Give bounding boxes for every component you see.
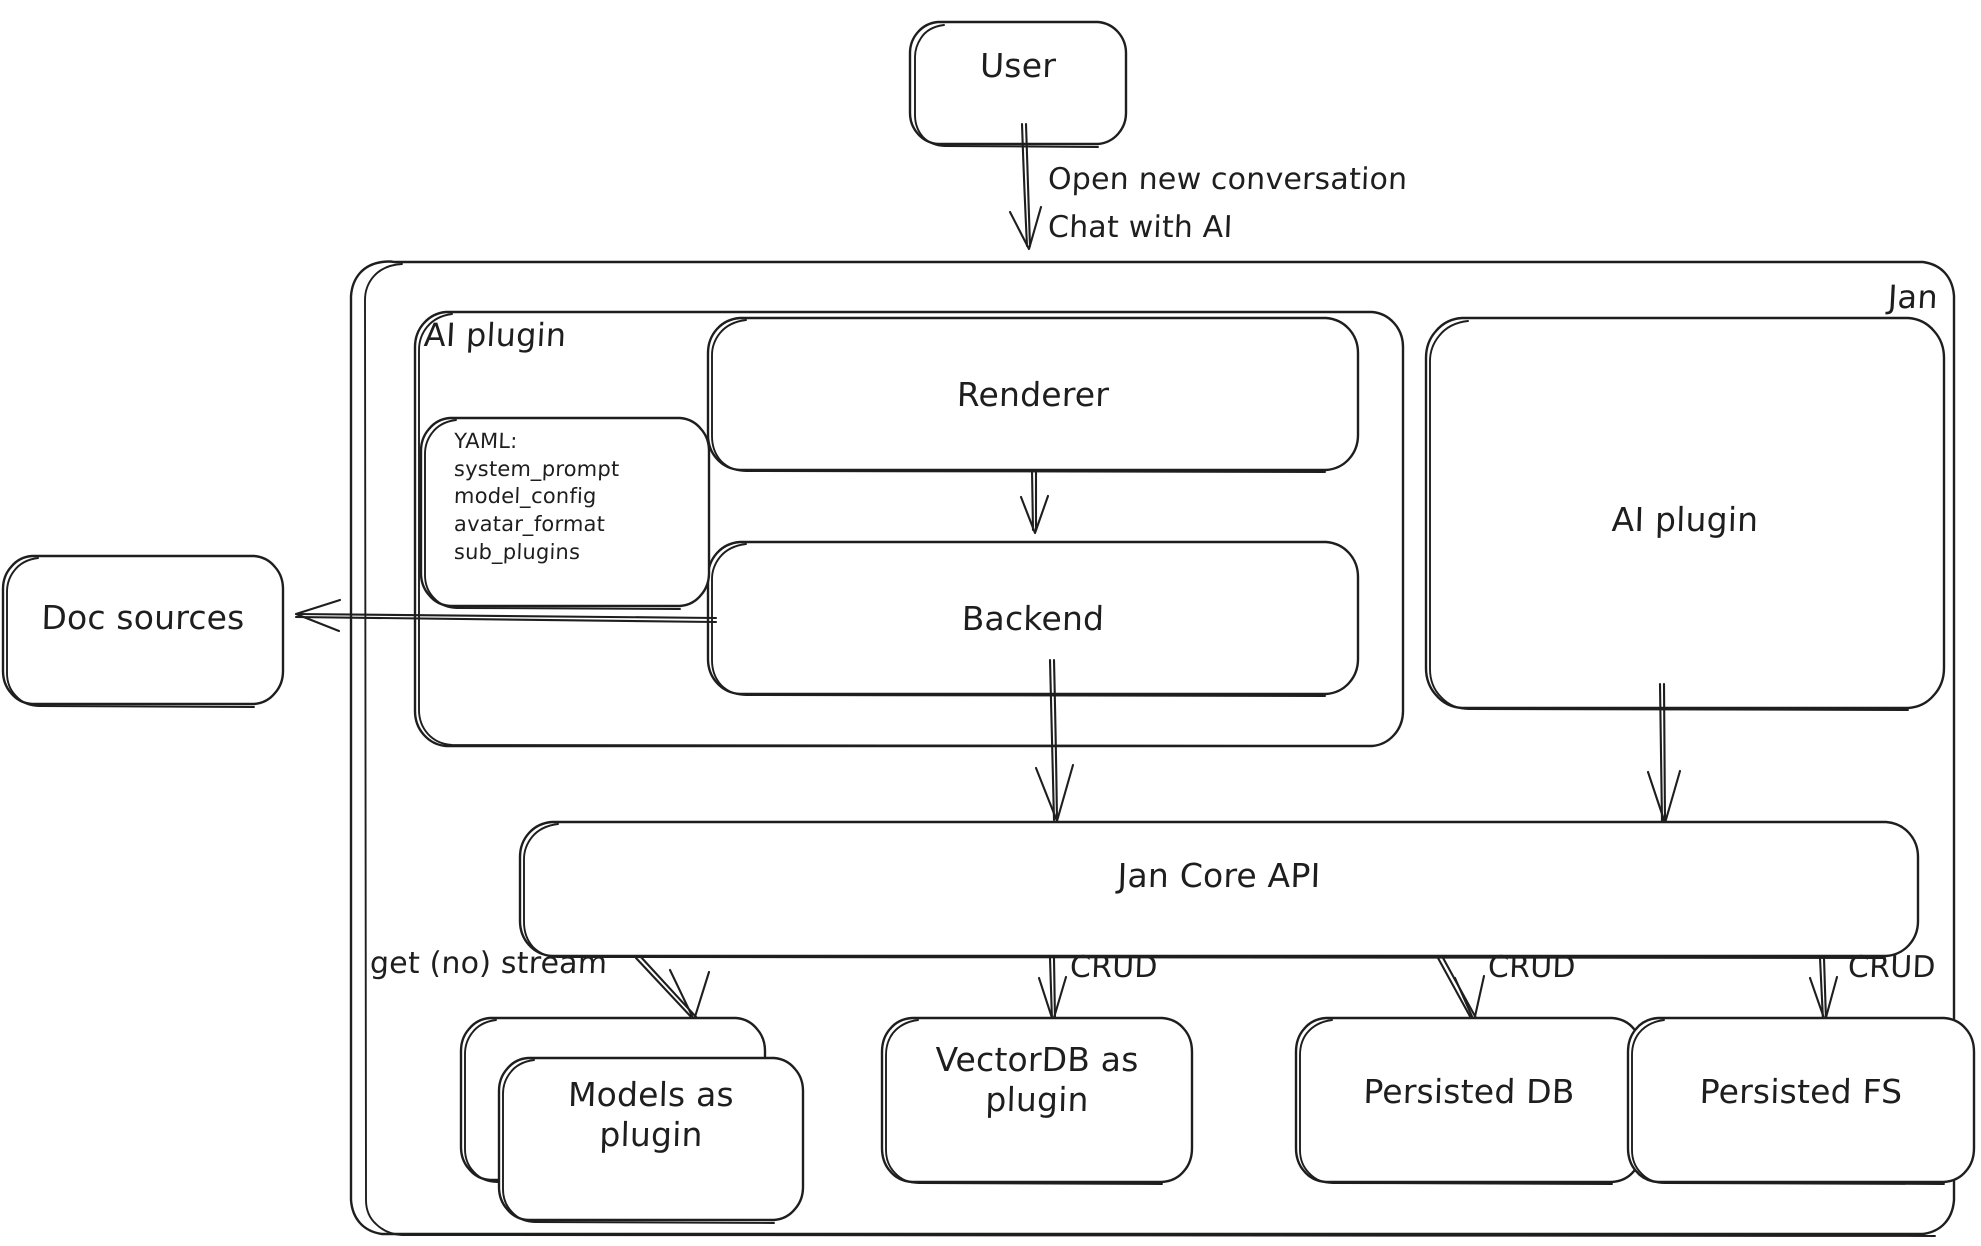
- yaml-card-text: YAML: system_prompt model_config avatar_…: [454, 428, 694, 567]
- node-label-persisted-fs: Persisted FS: [1699, 1072, 1903, 1111]
- edge-user-to-renderer: [1008, 122, 1043, 251]
- node-backend[interactable]: [706, 540, 1360, 697]
- node-label-models-plugin: Models as plugin: [451, 1075, 851, 1154]
- node-persisted-fs[interactable]: [1626, 1016, 1976, 1185]
- edge-renderer-to-backend: [1019, 468, 1050, 535]
- node-doc-sources[interactable]: [1, 554, 285, 708]
- node-label-vectordb-plugin-line2: plugin: [984, 1079, 1090, 1119]
- node-vectordb-plugin[interactable]: [880, 1016, 1194, 1185]
- node-label-renderer: Renderer: [956, 375, 1110, 414]
- edge-label-user-to-renderer-line1: Open new conversation: [1047, 162, 1408, 197]
- yaml-item-system-prompt: system_prompt: [453, 456, 620, 481]
- node-label-user: User: [979, 46, 1057, 85]
- node-models-plugin[interactable]: [459, 1016, 805, 1224]
- edge-label-get-no-stream: get (no) stream: [369, 946, 608, 981]
- node-label-jan-core-api: Jan Core API: [1117, 856, 1321, 895]
- node-user[interactable]: [908, 20, 1128, 148]
- node-label-backend: Backend: [961, 599, 1105, 638]
- group-label-jan: Jan: [1887, 278, 1939, 316]
- edge-backend-to-doc-sources: [294, 598, 718, 633]
- edge-label-user-to-renderer-line2: Chat with AI: [1047, 210, 1234, 245]
- node-yaml-card[interactable]: [419, 416, 711, 610]
- node-label-models-plugin-line1: Models as: [567, 1075, 735, 1114]
- node-label-models-plugin-line2: plugin: [598, 1114, 704, 1154]
- yaml-item-sub-plugins: sub_plugins: [453, 539, 581, 564]
- node-label-ai-plugin-card: AI plugin: [1611, 500, 1759, 539]
- node-jan-core-api[interactable]: [518, 820, 1920, 959]
- edge-label-crud-persisted-fs: CRUD: [1847, 950, 1937, 985]
- edge-label-crud-persisted-db: CRUD: [1487, 950, 1577, 985]
- yaml-header: YAML:: [453, 429, 518, 453]
- node-persisted-db[interactable]: [1294, 1016, 1644, 1185]
- node-renderer[interactable]: [706, 316, 1360, 473]
- node-label-doc-sources: Doc sources: [40, 598, 246, 637]
- yaml-item-avatar-format: avatar_format: [453, 512, 606, 537]
- node-label-vectordb-plugin-line1: VectorDB as: [934, 1040, 1140, 1079]
- node-ai-plugin-card[interactable]: [1424, 316, 1946, 711]
- yaml-item-model-config: model_config: [453, 484, 598, 509]
- node-label-vectordb-plugin: VectorDB as plugin: [837, 1040, 1237, 1119]
- group-label-ai-plugin: AI plugin: [423, 316, 568, 354]
- edge-label-crud-vectordb: CRUD: [1069, 950, 1159, 985]
